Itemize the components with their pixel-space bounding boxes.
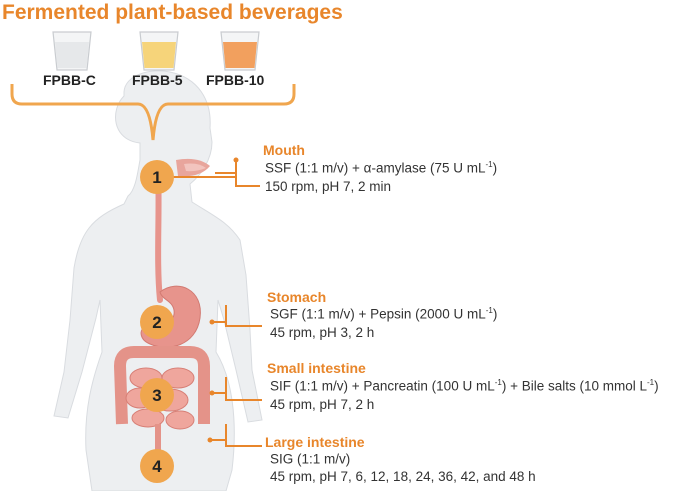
stage-number-3: 3 — [152, 386, 161, 405]
beverage-glasses — [52, 31, 260, 71]
diagram-title: Fermented plant-based beverages — [2, 1, 343, 24]
connector-dots — [207, 157, 239, 443]
beverage-label-fpbb-5: FPBB-5 — [132, 72, 183, 88]
stage-marker-4: 4 — [140, 449, 174, 483]
glass-fpbb-c — [52, 31, 92, 71]
stage-title-mouth: Mouth — [263, 142, 305, 158]
stage-settings-small-intestine: 45 rpm, pH 7, 2 h — [270, 397, 375, 412]
mouth-illustration — [176, 158, 210, 177]
stage-conditions-stomach: SGF (1:1 m/v) + Pepsin (2000 U mL-1) — [270, 306, 498, 322]
stage-conditions-large-intestine: SIG (1:1 m/v) — [270, 451, 351, 467]
stage-title-large-intestine: Large intestine — [265, 434, 365, 450]
beverages-bracket — [10, 84, 296, 141]
stage-number-1: 1 — [152, 168, 161, 187]
stage-marker-2: 2 — [140, 305, 174, 339]
large-intestine-illustration — [114, 346, 210, 425]
stage-marker-1: 1 — [140, 160, 174, 194]
stage-number-4: 4 — [152, 457, 162, 476]
stage-settings-mouth: 150 rpm, pH 7, 2 min — [265, 179, 392, 194]
beverage-label-fpbb-10: FPBB-10 — [206, 72, 265, 88]
stage-settings-stomach: 45 rpm, pH 3, 2 h — [270, 325, 375, 340]
glass-fpbb-5 — [139, 31, 179, 71]
stage-conditions-small-intestine: SIF (1:1 m/v) + Pancreatin (100 U mL-1) … — [270, 378, 659, 394]
stage-number-2: 2 — [152, 313, 161, 332]
beverage-label-fpbb-c: FPBB-C — [43, 72, 96, 88]
stage-conditions-mouth: SSF (1:1 m/v) + α-amylase (75 U mL-1) — [265, 160, 498, 176]
stage-settings-large-intestine: 45 rpm, pH 7, 6, 12, 18, 24, 36, 42, and… — [270, 469, 536, 484]
stage-marker-3: 3 — [140, 378, 174, 412]
stage-title-small-intestine: Small intestine — [267, 360, 366, 376]
stage-connectors — [168, 160, 262, 447]
glass-fpbb-10 — [220, 31, 260, 71]
stage-title-stomach: Stomach — [267, 289, 327, 305]
